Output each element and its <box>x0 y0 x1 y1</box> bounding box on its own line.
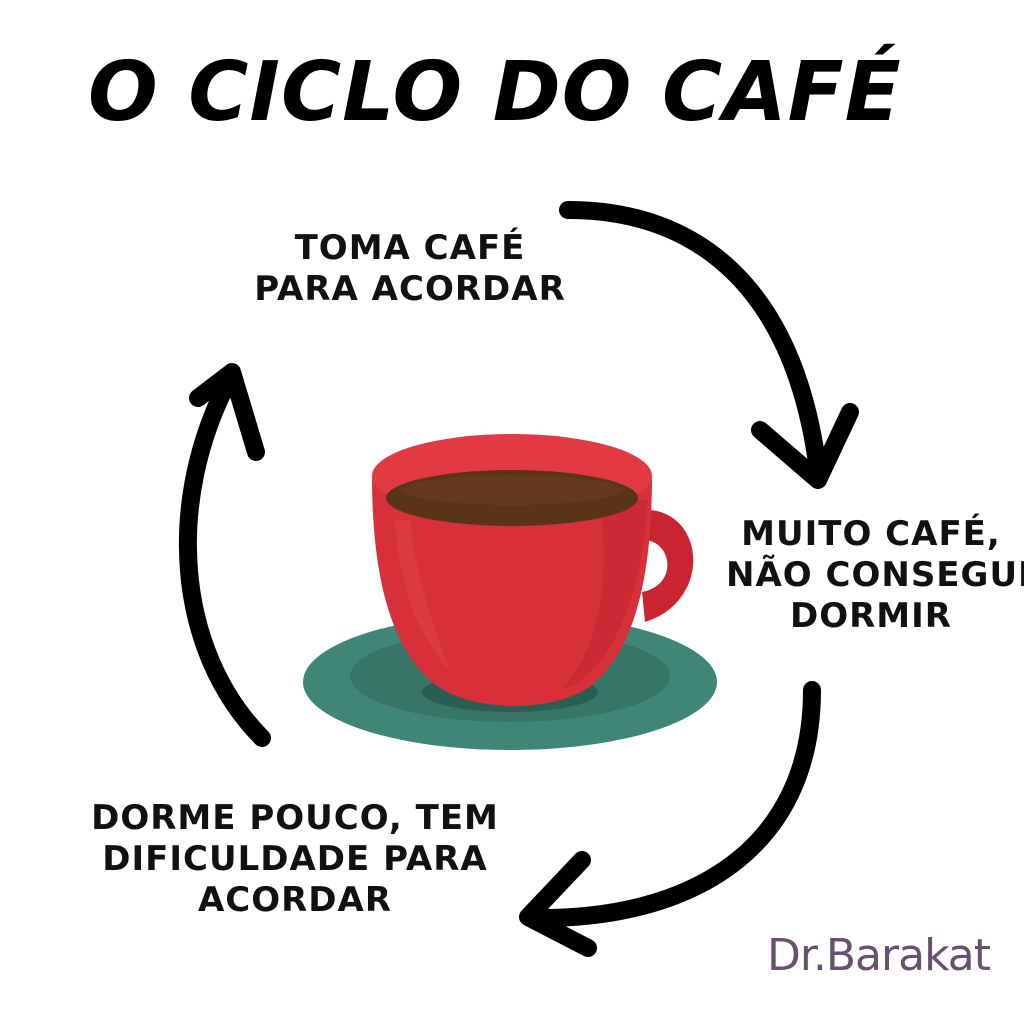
cycle-step-3: DORME POUCO, TEM DIFICULDADE PARA ACORDA… <box>91 798 499 920</box>
arrow-clockwise-bottom <box>519 681 821 957</box>
cup-handle <box>640 509 694 622</box>
page-title: O CICLO DO CAFÉ <box>88 45 902 140</box>
arrow-clockwise-left <box>178 363 271 747</box>
cycle-step-2: MUITO CAFÉ, NÃO CONSEGUE DORMIR <box>726 514 1024 636</box>
cycle-step-1: TOMA CAFÉ PARA ACORDAR <box>254 228 566 309</box>
brand-logo: Dr.Barakat <box>766 930 991 981</box>
arrow-clockwise-right <box>559 201 859 489</box>
cup-body <box>372 476 652 706</box>
coffee-cup-icon <box>303 434 717 750</box>
